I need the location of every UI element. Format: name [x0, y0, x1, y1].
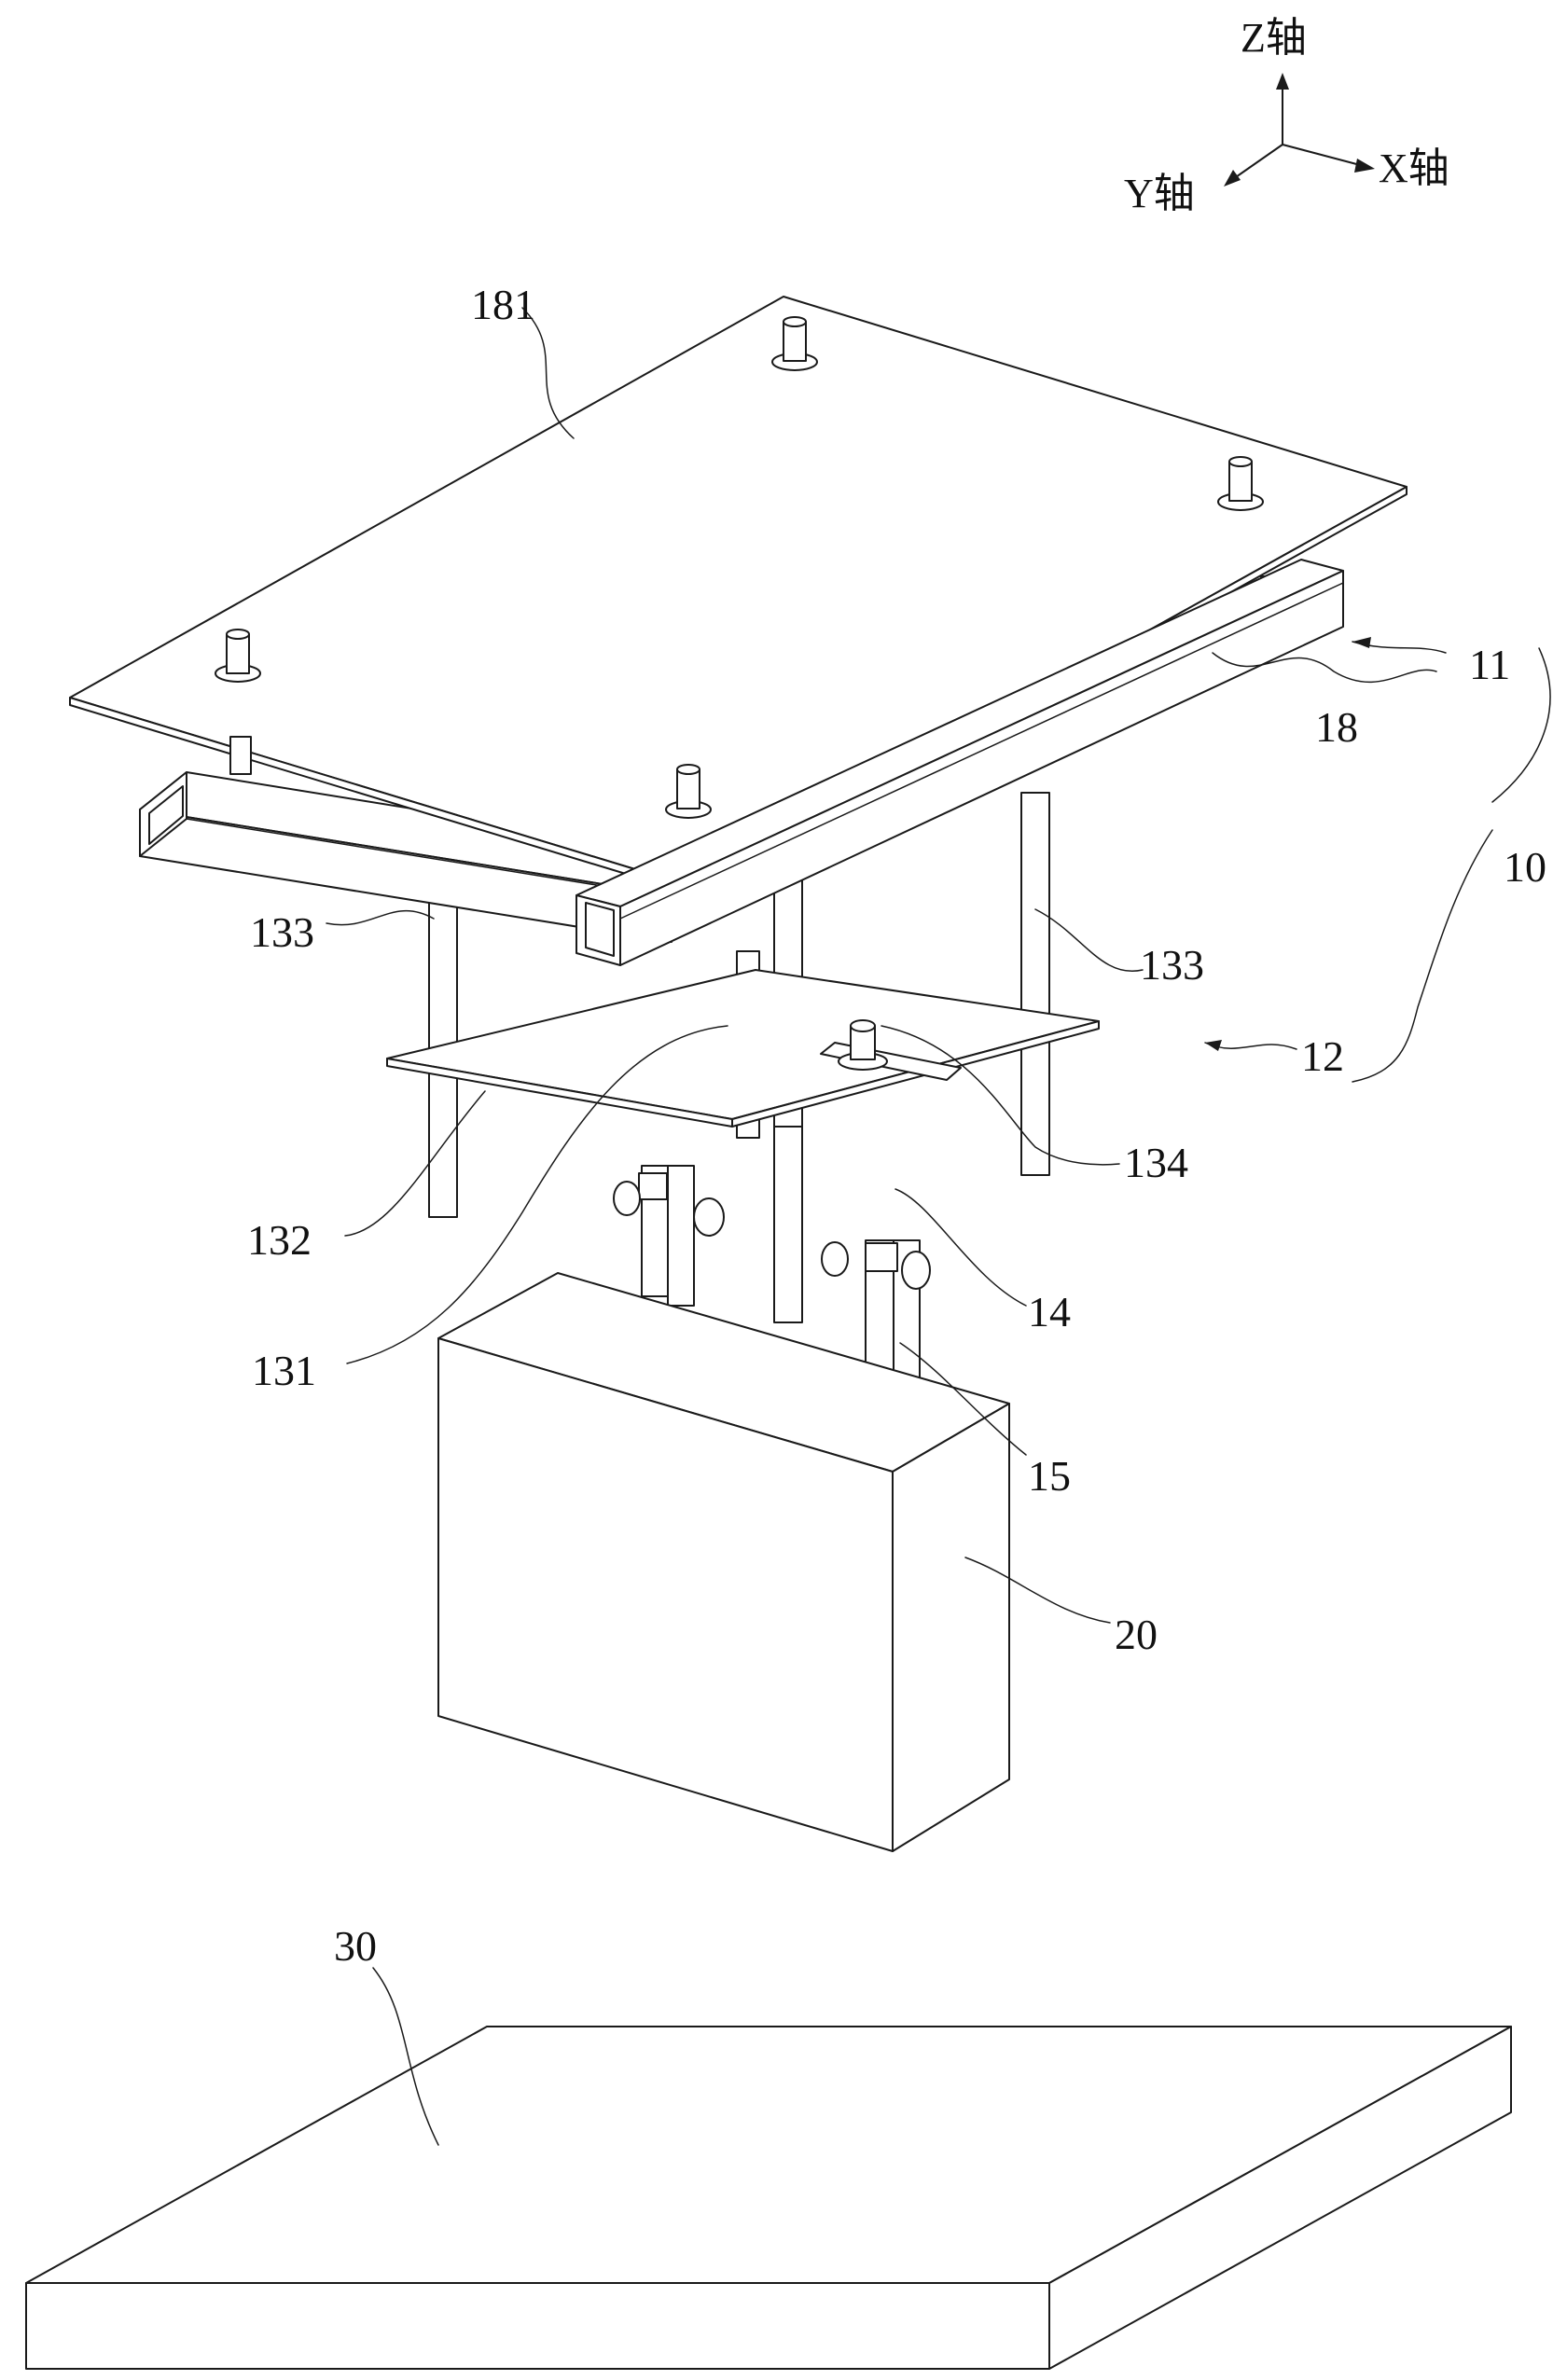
beam-18-edge-line	[619, 582, 1344, 920]
label-11: 11	[1469, 641, 1510, 688]
reference-labels: 181 11 18 10 133 133 12 134 132 14 131 1…	[247, 281, 1546, 1970]
z-axis-arrow-icon	[1276, 73, 1289, 90]
base-plate-side	[1048, 2026, 1512, 2370]
bracket-14-right-bolt-b	[901, 1251, 931, 1290]
bolt-top-right	[1217, 456, 1264, 511]
leader-131	[346, 1025, 728, 1364]
leader-14	[894, 1188, 1027, 1307]
leader-132	[344, 1090, 486, 1237]
label-181: 181	[471, 281, 535, 328]
beam-18-front	[619, 570, 1344, 966]
x-axis-label: X轴	[1379, 145, 1449, 191]
y-axis-label: Y轴	[1124, 171, 1195, 216]
rod-133-right	[1020, 792, 1050, 1176]
beam-left-inner-edge	[186, 818, 673, 898]
bracket-14-left-bolt-b	[693, 1197, 725, 1237]
bracket-14-left-bolt-a	[613, 1181, 641, 1216]
leader-lines	[326, 307, 1551, 2146]
z-axis-label: Z轴	[1241, 15, 1307, 61]
label-133-left: 133	[250, 908, 314, 956]
brace-10-bottom	[1352, 829, 1493, 1083]
bolt-top-back	[771, 316, 818, 371]
x-axis-line	[1282, 144, 1365, 167]
y-axis-line	[1232, 144, 1283, 180]
leader-133-left	[326, 909, 435, 926]
label-10: 10	[1504, 843, 1546, 891]
leader-30	[372, 1967, 439, 2146]
bolt-134-head	[850, 1019, 876, 1032]
base-plate-30	[25, 2026, 1512, 2370]
lower-plate-top	[386, 969, 1100, 1120]
label-18: 18	[1315, 703, 1358, 751]
label-30: 30	[334, 1922, 377, 1970]
bracket-14-left-block	[638, 1172, 668, 1200]
leader-15	[899, 1342, 1027, 1456]
base-plate-front	[25, 2282, 1050, 2370]
label-131: 131	[252, 1347, 316, 1394]
label-14: 14	[1028, 1288, 1071, 1335]
label-132: 132	[247, 1216, 312, 1264]
bracket-14-right-bolt-a	[821, 1241, 849, 1277]
x-axis-arrow-icon	[1354, 159, 1375, 173]
leader-11-arrow-icon	[1352, 637, 1371, 648]
bolt-top-front	[665, 764, 712, 819]
leader-133-right	[1034, 908, 1144, 973]
bracket-14-right-block	[865, 1242, 898, 1272]
y-axis-arrow-icon	[1224, 170, 1241, 187]
box-20-side	[892, 1403, 1010, 1852]
label-133-right: 133	[1140, 941, 1204, 989]
axis-indicator: Z轴 X轴 Y轴	[1124, 15, 1449, 216]
brackets-14-15	[613, 1165, 931, 1381]
leader-18	[1212, 652, 1437, 683]
leader-20	[964, 1557, 1111, 1624]
box-20	[437, 1272, 1010, 1852]
bolts-top-plate	[215, 316, 1264, 819]
beam-18	[575, 559, 1344, 966]
hanger-15-left-b	[667, 1165, 695, 1307]
beam-left-opening	[148, 785, 184, 845]
label-15: 15	[1028, 1452, 1071, 1500]
leader-181	[521, 307, 575, 439]
label-134: 134	[1124, 1139, 1188, 1186]
stub-under-plate-left	[229, 736, 252, 775]
lower-plate-132	[386, 969, 1100, 1128]
label-20: 20	[1115, 1611, 1158, 1658]
leader-134	[881, 1025, 1120, 1166]
leader-12-arrow-icon	[1205, 1040, 1222, 1051]
label-12: 12	[1301, 1032, 1344, 1080]
brace-10-top	[1491, 647, 1551, 803]
bolt-top-left	[215, 629, 261, 683]
beam-18-opening	[585, 902, 615, 957]
rod-center-lower	[773, 1126, 803, 1323]
